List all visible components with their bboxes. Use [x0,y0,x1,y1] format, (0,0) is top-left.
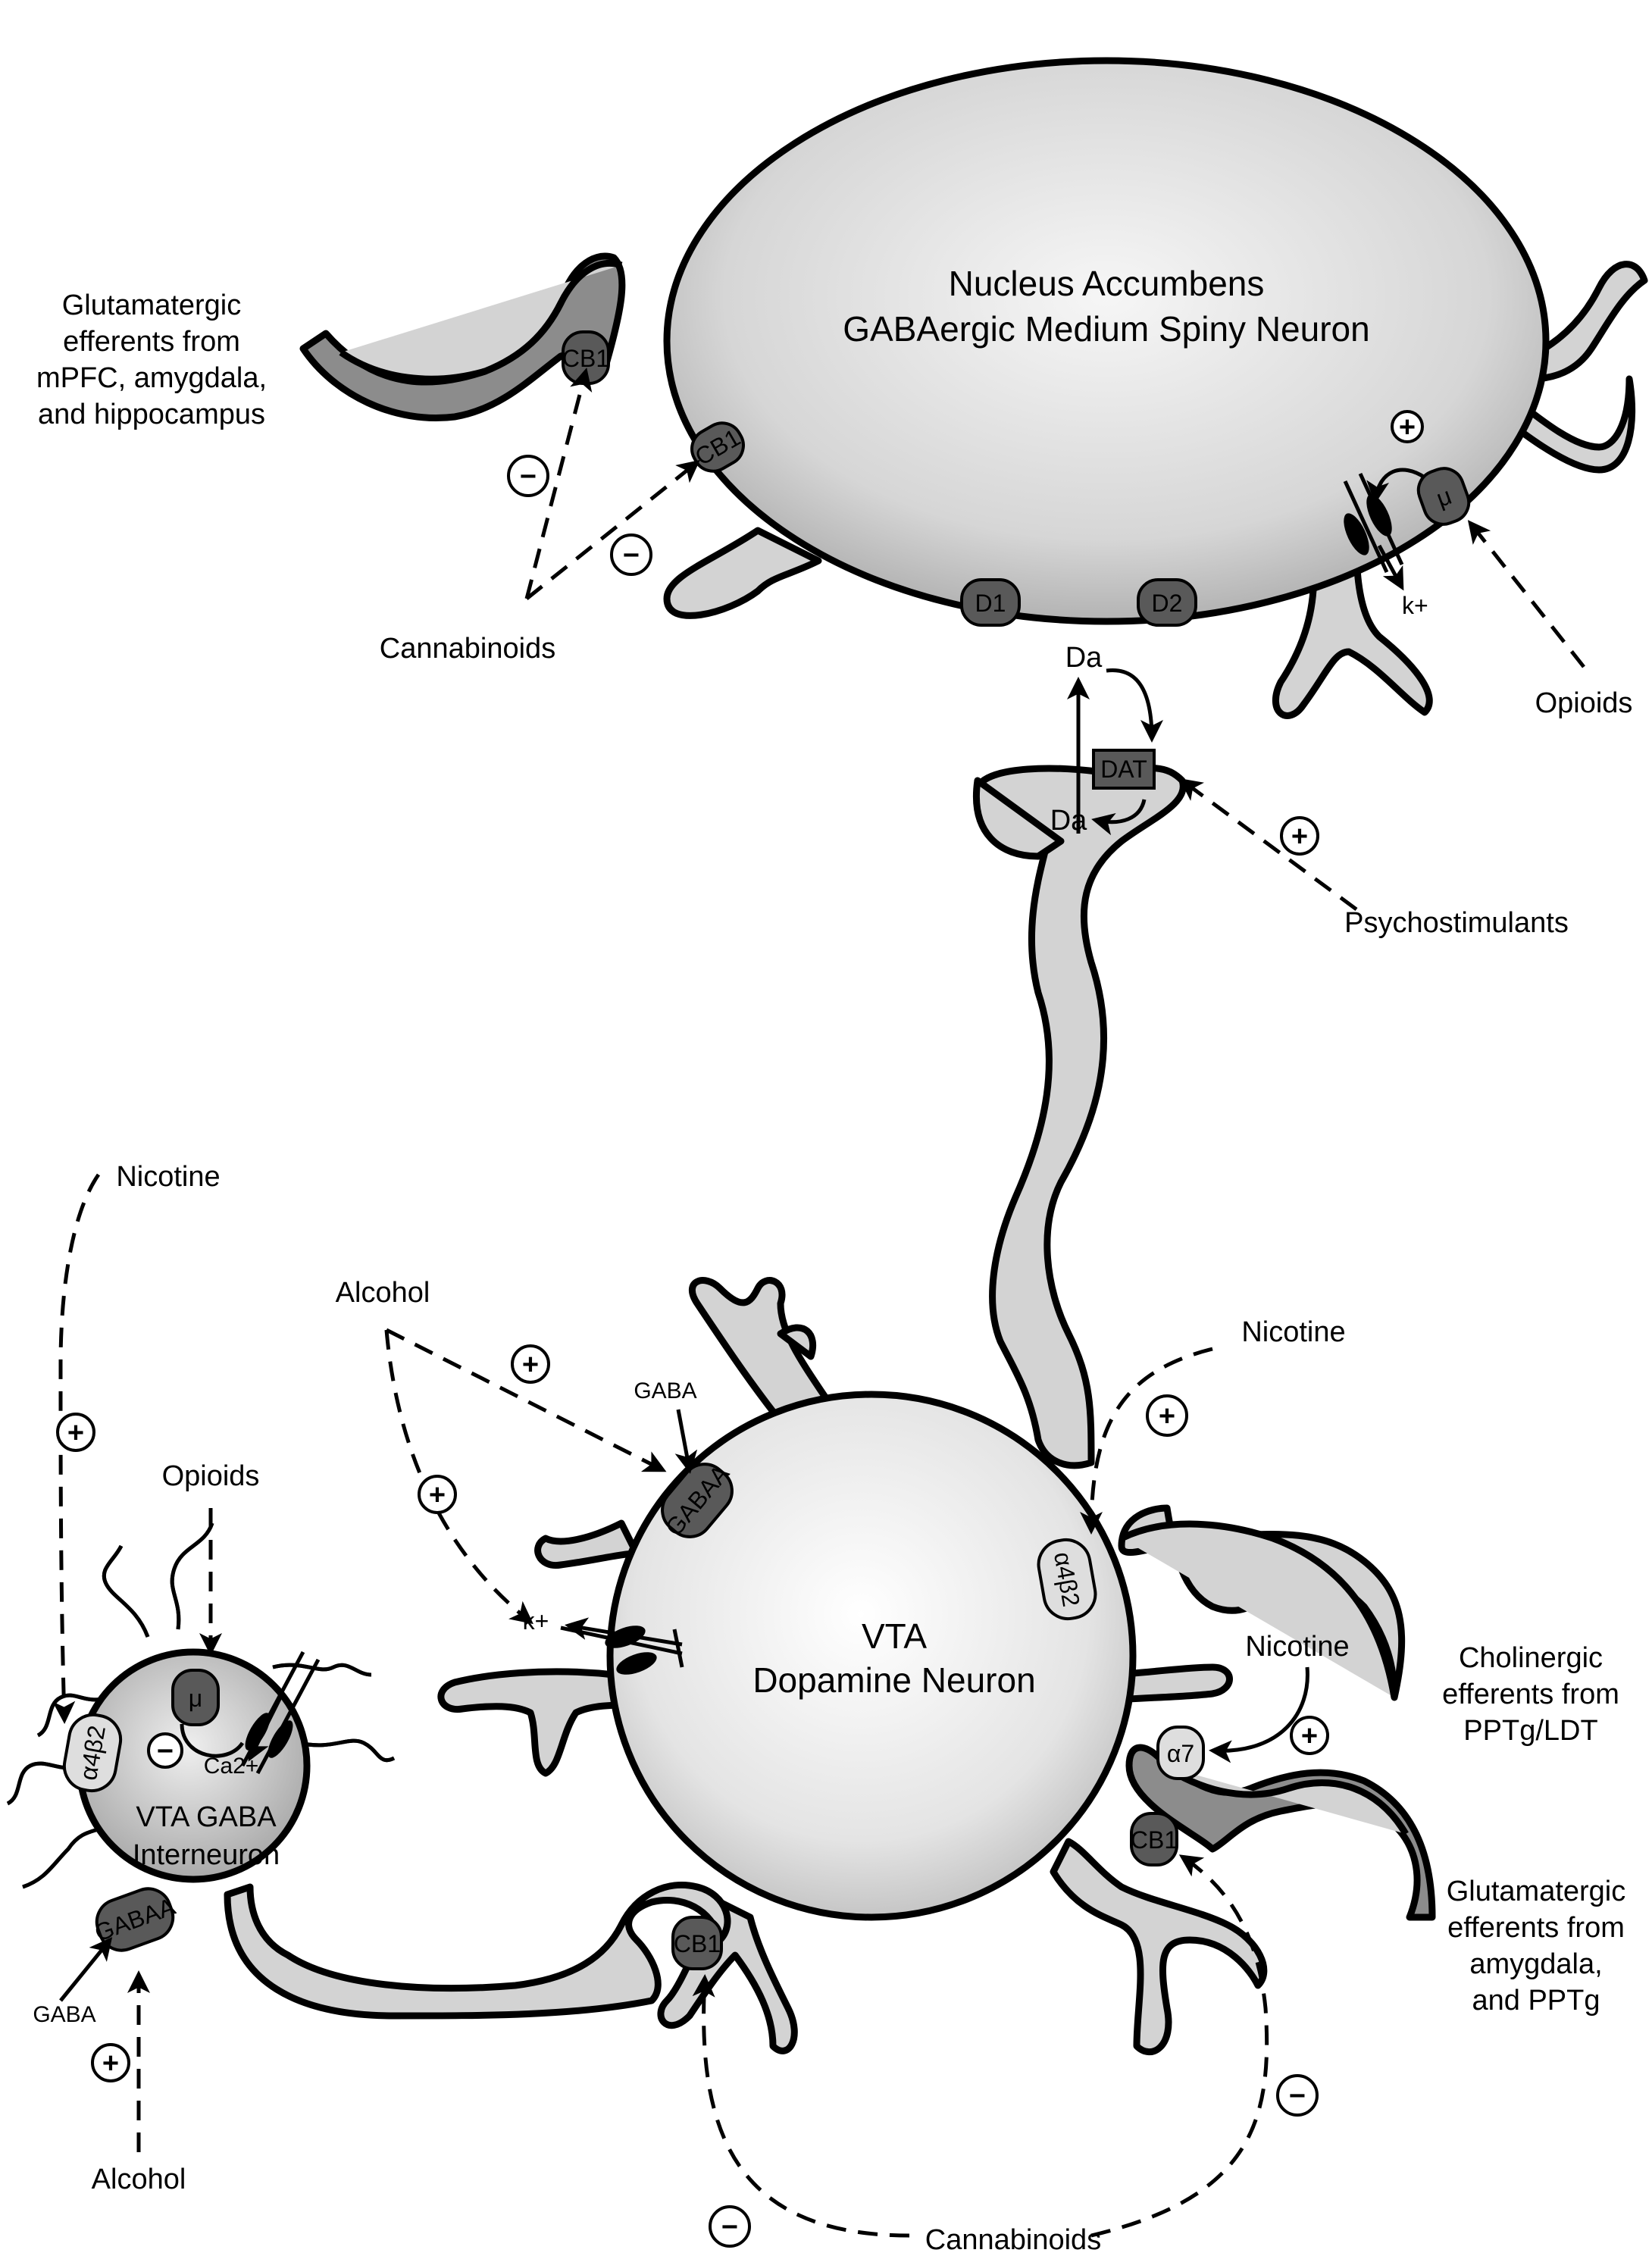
vta-dendrite-bottom-right [1053,1841,1264,2052]
nac-title-line1: Nucleus Accumbens [949,264,1265,303]
svg-text:−: − [1289,2080,1306,2112]
gaba-int-line2: Interneuron [133,1839,280,1871]
vta-label-line2: Dopamine Neuron [752,1660,1035,1700]
nac-k-label: k+ [1402,592,1428,619]
cannabinoids-bottom: − − Cannabinoids [704,1857,1317,2256]
alcohol-bottom: + Alcohol [92,1974,186,2195]
cholinergic-line3: PPTg/LDT [1463,1715,1597,1747]
nicotine-left-label: Nicotine [116,1161,220,1193]
psychostimulants-label: Psychostimulants [1344,907,1569,939]
nicotine-right2: + Nicotine [1212,1631,1350,1754]
nac-d2-receptor: D2 [1138,580,1196,625]
svg-text:+: + [1159,1400,1175,1432]
alcohol-top: + + Alcohol [336,1277,663,1622]
svg-text:α7: α7 [1167,1740,1194,1767]
glut-amyg-line2: efferents from [1447,1912,1625,1944]
svg-text:−: − [721,2211,738,2243]
svg-text:−: − [157,1735,174,1767]
cholinergic-line2: efferents from [1442,1679,1619,1710]
nicotine-right-label: Nicotine [1241,1316,1345,1348]
glut-amyg-line3: amygdala, [1469,1948,1602,1980]
glut-mpfc-line4: and hippocampus [38,399,265,430]
vta-dendrite-left [538,1523,637,1566]
vta-label-line1: VTA [862,1616,927,1656]
glut-mpfc-line1: Glutamatergic [62,289,242,321]
svg-text:CB1: CB1 [562,345,609,372]
gaba-int-line1: VTA GABA [136,1801,277,1833]
svg-text:CB1: CB1 [674,1930,721,1957]
opioids-left: Opioids [162,1460,260,1652]
dopamine-axon [978,768,1183,1465]
nicotine-right: + Nicotine [1091,1316,1346,1531]
opioids-top-label: Opioids [1535,687,1633,719]
nac-neuron: Nucleus Accumbens GABAergic Medium Spiny… [667,61,1644,715]
svg-text:−: − [520,461,537,493]
amyg-cb1-receptor: CB1 [1131,1813,1178,1865]
svg-text:+: + [67,1417,84,1449]
glut-amyg-axon: α7 CB1 Glutamatergic efferents from amyg… [1129,1727,1625,2017]
gaba-int-gabaa-receptor: GABAA [87,1881,183,1958]
gaba-int-mu-receptor: μ [173,1670,218,1725]
da-bottom-label: Da [1050,805,1087,837]
svg-text:D1: D1 [975,590,1006,617]
svg-text:CB1: CB1 [1131,1826,1178,1854]
opioids-top: Opioids [1470,523,1632,719]
glut-mpfc-axon: CB1 Glutamatergic efferents from mPFC, a… [36,256,622,430]
da-top-label: Da [1065,642,1103,674]
svg-text:+: + [1301,1720,1318,1752]
cholinergic-axon: Cholinergic efferents from PPTg/LDT [1122,1508,1619,1747]
glut-amyg-line4: and PPTg [1472,1985,1600,2017]
svg-text:−: − [623,540,640,571]
glut-mpfc-line2: efferents from [63,326,240,358]
svg-text:+: + [1399,411,1416,443]
nicotine-left: + Nicotine [58,1161,221,1720]
gaba-int-terminal-cb1: CB1 [673,1917,721,1969]
svg-text:D2: D2 [1152,590,1183,617]
svg-text:+: + [522,1349,539,1381]
cholinergic-line1: Cholinergic [1459,1642,1603,1674]
dat-transporter: DAT [1094,750,1154,788]
glut-mpfc-line3: mPFC, amygdala, [36,362,267,394]
cannabinoids-bottom-label: Cannabinoids [925,2224,1101,2256]
glut-amyg-line1: Glutamatergic [1447,1876,1626,1907]
svg-text:+: + [429,1479,446,1511]
gaba-int-gaba-label: GABA [33,2002,95,2027]
alcohol-top-label: Alcohol [336,1277,430,1309]
nac-d1-receptor: D1 [962,580,1019,625]
svg-text:DAT: DAT [1100,756,1147,783]
alcohol-bottom-label: Alcohol [92,2164,186,2195]
svg-text:+: + [102,2048,119,2079]
cannabinoids-top-label: Cannabinoids [380,633,555,665]
svg-text:+: + [1291,821,1308,853]
nac-plus-sign: + [1392,411,1422,443]
svg-text:μ: μ [189,1685,202,1712]
opioids-left-label: Opioids [162,1460,260,1492]
amyg-a7-receptor: α7 [1158,1727,1203,1779]
psychostimulants: + Psychostimulants [1182,781,1569,939]
vta-dendrite-far-left [441,1672,629,1773]
vta-gaba-label: GABA [634,1378,696,1403]
nac-title-line2: GABAergic Medium Spiny Neuron [843,309,1369,349]
nicotine-right2-label: Nicotine [1245,1631,1349,1663]
